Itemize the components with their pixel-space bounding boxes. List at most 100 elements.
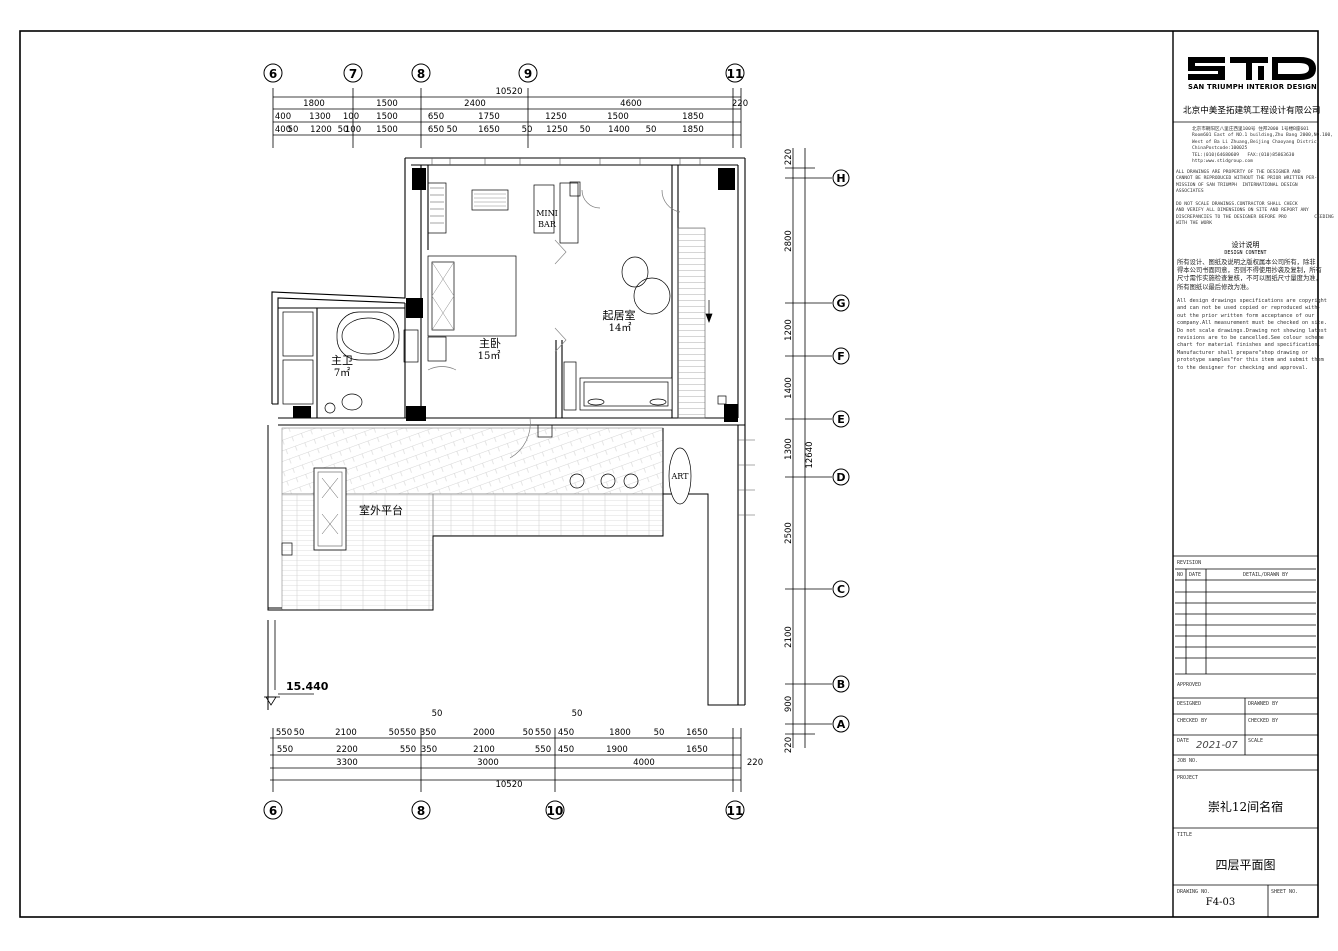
grid-bubble-top-11: 11 (727, 67, 744, 81)
elevation-label: 15.440 (286, 680, 329, 693)
dim-label: 50 (389, 728, 400, 738)
mini-bar-label-1: MINI (536, 209, 558, 218)
dim-label: 2100 (784, 626, 794, 648)
grid-bubble-bottom-10: 10 (547, 804, 564, 818)
grid-bubble-top-7: 7 (349, 67, 357, 81)
scale-label: SCALE (1248, 738, 1264, 744)
date-value: 2021-07 (1196, 740, 1238, 751)
dim-total-top: 10520 (495, 87, 522, 97)
dim-label: 3000 (477, 758, 499, 768)
company-address: 北京市朝阳区八里庄西里100号 住邦2000 1号楼B座601 Room601 … (1192, 127, 1334, 165)
grid-bubble-E: E (837, 413, 845, 426)
dim-label: 2500 (784, 522, 794, 544)
dim-label: 50 (338, 125, 349, 135)
sheet-no-label: SHEET NO. (1271, 889, 1299, 895)
dim-total-right: 12640 (805, 441, 815, 468)
dim-label: 100 (345, 125, 361, 135)
design-content-en: All design drawings specifications are c… (1177, 298, 1327, 371)
grid-bubble-top-9: 9 (524, 67, 532, 81)
dim-label: 50 (522, 125, 533, 135)
dim-label: 50 (646, 125, 657, 135)
top-dimensions (272, 88, 742, 148)
bottom-dimensions (270, 728, 742, 792)
grid-bubble-bottom-6: 6 (269, 804, 277, 818)
dim-label: 1250 (546, 125, 568, 135)
dim-label: 2000 (473, 728, 495, 738)
approved-label: APPROVED (1177, 682, 1202, 688)
dim-label: 1200 (784, 319, 794, 341)
dim-label: 4000 (633, 758, 655, 768)
dim-label: 1800 (303, 99, 325, 109)
furniture (282, 181, 727, 414)
dim-label: 1500 (376, 112, 398, 122)
dim-label: 50 (432, 709, 443, 719)
dim-label: 900 (784, 696, 794, 712)
room-area-bath: 7㎡ (334, 367, 350, 379)
date-label: DATE (1177, 738, 1190, 744)
dim-label: 3300 (336, 758, 358, 768)
dim-label: 550 (400, 745, 416, 755)
grid-bubble-bottom-11: 11 (727, 804, 744, 818)
dim-label: 1750 (478, 112, 500, 122)
revision-detail-header: DETAIL/DRAWN BY (1243, 572, 1289, 578)
dim-label: 1650 (686, 745, 708, 755)
dim-label: 1250 (545, 112, 567, 122)
grid-bubble-G: G (836, 297, 845, 310)
dim-label: 1850 (682, 125, 704, 135)
dim-label: 1300 (784, 438, 794, 460)
dim-label: 1650 (478, 125, 500, 135)
dim-label: 1500 (607, 112, 629, 122)
dim-label: 550 (535, 728, 551, 738)
drawing-no-label: DRAWING NO. (1177, 889, 1211, 895)
building-outline (271, 157, 746, 705)
dim-label: 50 (572, 709, 583, 719)
dim-label: 2200 (336, 745, 358, 755)
dim-label: 1200 (310, 125, 332, 135)
checked-by-label: CHECKED BY (1177, 718, 1208, 724)
grid-bubble-H: H (836, 172, 845, 185)
dim-label: 50 (523, 728, 534, 738)
designed-label: DESIGNED (1177, 701, 1202, 707)
sheet-border (19, 30, 1319, 918)
art-label: ART (671, 472, 690, 481)
grid-bubble-B: B (837, 678, 845, 691)
title-label: TITLE (1177, 832, 1193, 838)
dim-label: 550 (535, 745, 551, 755)
drawing-no: F4-03 (1205, 897, 1236, 908)
structural-columns (293, 168, 738, 422)
grid-bubble-bottom-8: 8 (417, 804, 425, 818)
dim-label: 50 (580, 125, 591, 135)
revision-label: REVISION (1177, 560, 1202, 566)
dim-label: 100 (343, 112, 359, 122)
dim-label: 1650 (686, 728, 708, 738)
elevation-marker: 15.440 (264, 680, 329, 706)
design-content-title: 设计说明 (1231, 241, 1260, 249)
room-area-master-bedroom: 15㎡ (478, 350, 501, 362)
dim-label: 1400 (608, 125, 630, 135)
dim-label: 550 (276, 728, 292, 738)
grid-bubble-top-8: 8 (417, 67, 425, 81)
dim-label: 350 (421, 745, 437, 755)
grid-bubble-A: A (837, 718, 846, 731)
drawing-title: 四层平面图 (1215, 858, 1276, 872)
room-label-living: 起居室 (603, 308, 636, 322)
dim-label: 450 (558, 728, 574, 738)
dim-label: 220 (784, 737, 794, 753)
dim-label: 2100 (473, 745, 495, 755)
dim-label: 650 (428, 112, 444, 122)
dim-label: 2400 (464, 99, 486, 109)
revision-date-header: DATE (1189, 572, 1202, 578)
grid-bubble-top-6: 6 (269, 67, 277, 81)
checked-by-label-2: CHECKED BY (1248, 718, 1279, 724)
project-name: 崇礼12间名宿 (1207, 800, 1284, 814)
dim-total-bottom: 10520 (495, 780, 522, 790)
mini-bar-label-2: BAR (538, 220, 557, 229)
dim-label: 450 (558, 745, 574, 755)
dim-label: 1800 (609, 728, 631, 738)
dim-label: 400 (275, 125, 291, 135)
dim-label: 50 (447, 125, 458, 135)
dim-label: 1500 (376, 99, 398, 109)
dim-label: 2800 (784, 230, 794, 252)
